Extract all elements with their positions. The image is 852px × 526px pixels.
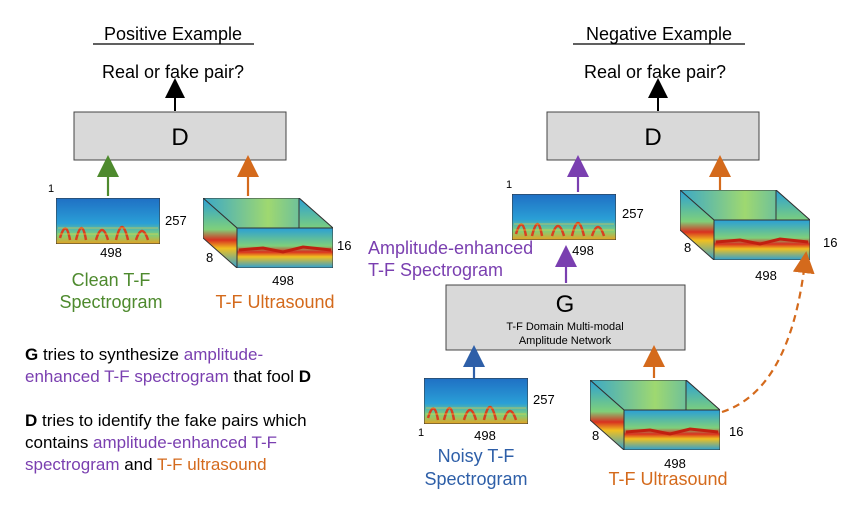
negative-question: Real or fake pair? — [584, 62, 726, 82]
ultrasound-cube-negative-top — [680, 190, 810, 260]
cube-pos-label-16: 16 — [337, 238, 351, 253]
cube-pos-label-8: 8 — [206, 250, 213, 265]
legend-g-d: D — [298, 367, 312, 386]
legend-g-letter: G — [25, 345, 39, 364]
legend-d: D tries to identify the fake pairs which… — [25, 410, 425, 476]
clean-spec-label-257: 257 — [165, 213, 187, 228]
generator-box — [445, 284, 686, 351]
legend-g-text2: that fool — [228, 367, 299, 386]
enhanced-spec-label-498: 498 — [572, 243, 594, 258]
positive-example: Positive Example Real or fake pair? D 1 … — [48, 24, 351, 312]
cube2-label-498: 498 — [664, 456, 686, 471]
generator-line1: T-F Domain Multi-modal — [506, 321, 623, 333]
noisy-label-line1: Noisy T-F — [438, 446, 515, 466]
legend-d-text3: and — [119, 455, 157, 474]
cube2-label-8: 8 — [592, 428, 599, 443]
noisy-spec-label-257: 257 — [533, 392, 555, 407]
ultra-label-positive: T-F Ultrasound — [215, 292, 334, 312]
legend-g: G tries to synthesize amplitude- enhance… — [25, 344, 425, 388]
ultrasound-cube-negative-bottom — [590, 380, 720, 450]
enhanced-label-line1: Amplitude-enhanced — [368, 238, 533, 258]
legend-d-letter: D — [25, 411, 38, 430]
clean-label-line1: Clean T-F — [72, 270, 151, 290]
negative-example: Negative Example Real or fake pair? D 1 … — [368, 24, 837, 489]
noisy-label-line2: Spectrogram — [424, 469, 527, 489]
positive-question: Real or fake pair? — [102, 62, 244, 82]
generator-line2: Amplitude Network — [519, 335, 612, 347]
clean-spec-label-498: 498 — [100, 245, 122, 260]
noisy-spec-label-498: 498 — [474, 428, 496, 443]
negative-discriminator-box — [546, 111, 760, 161]
positive-discriminator-box — [73, 111, 287, 161]
noisy-spectrogram — [424, 378, 528, 424]
legend-g-text1: tries to synthesize — [38, 345, 184, 364]
cube-neg-label-498: 498 — [755, 268, 777, 283]
negative-title: Negative Example — [586, 24, 732, 44]
cube2-label-16: 16 — [729, 424, 743, 439]
positive-discriminator-label: D — [171, 124, 188, 151]
clean-spec-label-1: 1 — [48, 183, 54, 195]
positive-title: Positive Example — [104, 24, 242, 44]
enhanced-label-line2: T-F Spectrogram — [368, 260, 503, 280]
legend-d-text2: contains — [25, 433, 94, 452]
legend-g-purple2: enhanced T-F spectrogram — [25, 367, 229, 386]
legend-g-purple1: amplitude- — [183, 345, 264, 364]
ultra-dashed-arrow — [721, 251, 815, 414]
cube-neg-label-16: 16 — [823, 235, 837, 250]
clean-spectrogram — [56, 198, 160, 244]
legend-d-orange: T-F ultrasound — [157, 455, 267, 474]
cube-pos-label-498: 498 — [272, 273, 294, 288]
cube-neg-label-8: 8 — [684, 240, 691, 255]
legend-d-text1: tries to identify the fake pairs which — [37, 411, 307, 430]
clean-label-line2: Spectrogram — [59, 292, 162, 312]
ultra-label-negative: T-F Ultrasound — [608, 469, 727, 489]
ultrasound-cube-positive — [203, 198, 333, 268]
enhanced-spec-label-257: 257 — [622, 206, 644, 221]
legend-d-purple2: spectrogram — [25, 455, 120, 474]
noisy-spec-label-1: 1 — [418, 427, 424, 439]
generator-letter: G — [556, 291, 575, 318]
negative-discriminator-label: D — [644, 124, 661, 151]
enhanced-spectrogram — [512, 194, 616, 240]
legend-d-purple: amplitude-enhanced T-F — [93, 433, 278, 452]
enhanced-spec-label-1: 1 — [506, 179, 512, 191]
